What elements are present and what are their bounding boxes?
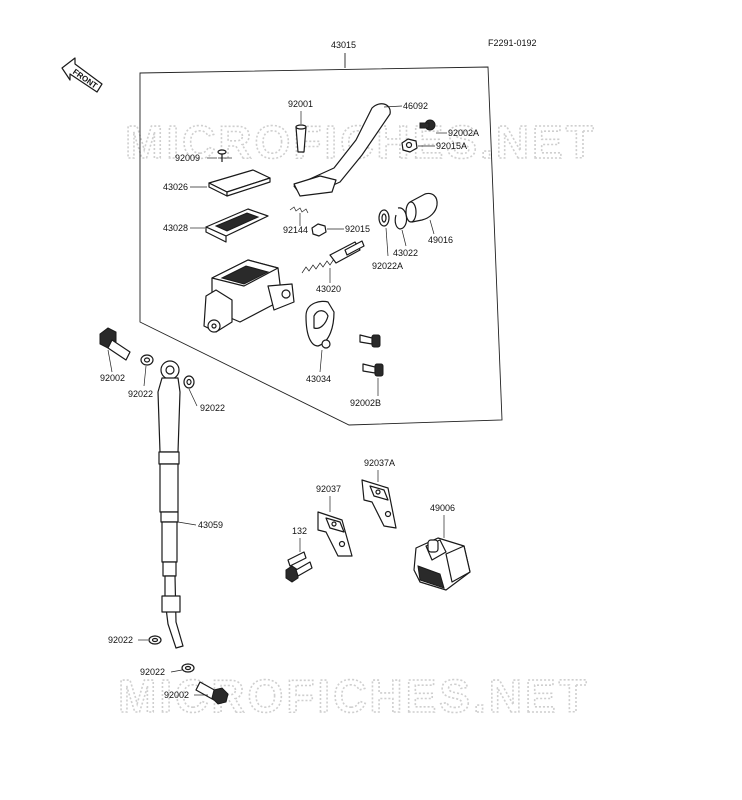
svg-text:43034: 43034 <box>306 374 331 384</box>
washer-92022-c: 92022 <box>108 635 162 645</box>
washer-92022-d: 92022 <box>140 663 195 677</box>
banjo-bolt-92002-top: 92002 <box>99 327 131 383</box>
washer-92022-a: 92022 <box>128 354 154 399</box>
holder-49006: 49006 <box>413 503 471 591</box>
svg-text:92022: 92022 <box>108 635 133 645</box>
svg-text:43022: 43022 <box>393 248 418 258</box>
svg-text:92002: 92002 <box>164 690 189 700</box>
washer-92022A: 92022A <box>372 209 403 271</box>
boot-49016: 49016 <box>405 192 453 245</box>
banjo-bolt-92002-bottom: 92002 <box>164 681 229 705</box>
svg-text:92001: 92001 <box>288 99 313 109</box>
svg-text:43059: 43059 <box>198 520 223 530</box>
master-cylinder-assembly-frame: 43015 <box>139 40 503 426</box>
svg-text:92002: 92002 <box>100 373 125 383</box>
svg-text:92002A: 92002A <box>448 128 479 138</box>
pin-92001: 92001 <box>288 99 313 153</box>
piston-43020: 43020 <box>301 240 365 294</box>
svg-text:92015A: 92015A <box>436 141 467 151</box>
washer-92022-b: 92022 <box>183 375 225 413</box>
svg-text:43026: 43026 <box>163 182 188 192</box>
watermark-bottom: MICROFICHES.NET <box>118 670 590 722</box>
cap-43026: 43026 <box>163 169 271 197</box>
svg-text:92037A: 92037A <box>364 458 395 468</box>
svg-text:92009: 92009 <box>175 153 200 163</box>
svg-text:92022: 92022 <box>140 667 165 677</box>
master-cylinder-body <box>203 259 295 333</box>
svg-text:92037: 92037 <box>316 484 341 494</box>
clamp-43034: 43034 <box>305 300 335 384</box>
svg-text:92022: 92022 <box>128 389 153 399</box>
svg-text:49006: 49006 <box>430 503 455 513</box>
front-arrow-icon: FRONT <box>61 57 103 93</box>
diagram-code: F2291-0192 <box>488 38 537 48</box>
lever-46092: 46092 <box>293 101 428 197</box>
svg-text:43020: 43020 <box>316 284 341 294</box>
svg-text:92022: 92022 <box>200 403 225 413</box>
svg-text:43028: 43028 <box>163 223 188 233</box>
label-43015: 43015 <box>331 40 356 50</box>
bolt-92002A: 92002A <box>419 119 479 138</box>
diaphragm-43028: 43028 <box>163 208 269 243</box>
nut-92015: 92015 <box>311 223 370 237</box>
svg-text:132: 132 <box>292 526 307 536</box>
circlip-43022: 43022 <box>393 207 418 258</box>
brake-hose-43059: 43059 <box>157 360 223 649</box>
svg-text:92002B: 92002B <box>350 398 381 408</box>
bolt-92002B: 92002B <box>350 334 384 408</box>
spring-92144: 92144 <box>283 206 309 235</box>
svg-text:49016: 49016 <box>428 235 453 245</box>
svg-text:92022A: 92022A <box>372 261 403 271</box>
bracket-92037: 92037 <box>316 484 353 557</box>
bracket-92037A: 92037A <box>361 458 397 529</box>
bolt-132: 132 <box>285 526 313 583</box>
svg-text:46092: 46092 <box>403 101 428 111</box>
nut-92015A: 92015A <box>401 138 467 153</box>
svg-text:92144: 92144 <box>283 225 308 235</box>
svg-text:92015: 92015 <box>345 224 370 234</box>
